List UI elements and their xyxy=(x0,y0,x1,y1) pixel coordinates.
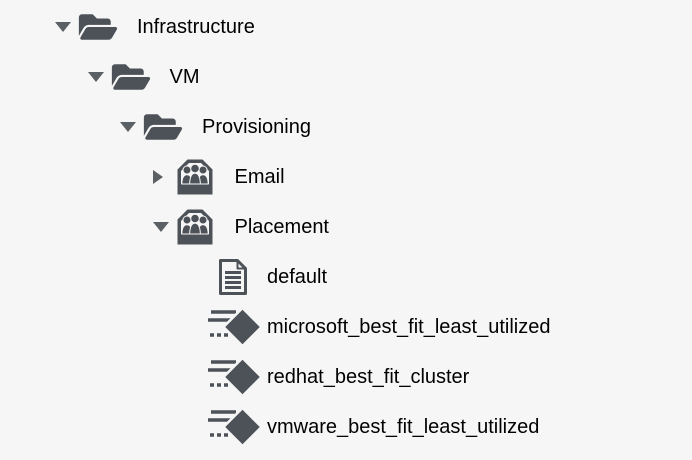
caret-down-icon[interactable] xyxy=(153,222,176,232)
node-icon-box xyxy=(208,406,267,448)
tree-node-label[interactable]: Email xyxy=(234,165,285,188)
tree-node[interactable]: vmware_best_fit_least_utilized xyxy=(0,402,692,452)
folder-open-icon xyxy=(143,114,183,140)
tree-node-label[interactable]: Infrastructure xyxy=(137,15,255,38)
tree-node[interactable]: Provisioning xyxy=(0,102,692,152)
folder-open-icon xyxy=(78,14,118,40)
method-diamond-icon xyxy=(208,306,264,348)
node-icon-box xyxy=(176,158,235,196)
node-icon-box xyxy=(176,208,235,246)
tree-node-label[interactable]: microsoft_best_fit_least_utilized xyxy=(267,315,551,338)
tree-node-label[interactable]: VM xyxy=(169,65,200,88)
tree-node[interactable]: default xyxy=(0,252,692,302)
method-diamond-icon xyxy=(208,356,264,398)
caret-right-icon[interactable] xyxy=(153,170,176,184)
tree-node[interactable]: VM xyxy=(0,52,692,102)
node-icon-box xyxy=(78,10,137,44)
tree-node[interactable]: Infrastructure xyxy=(0,2,692,52)
instance-document-icon xyxy=(219,259,247,295)
tree-node[interactable]: microsoft_best_fit_least_utilized xyxy=(0,302,692,352)
node-icon-box xyxy=(111,60,170,94)
tree-node-label[interactable]: redhat_best_fit_cluster xyxy=(267,365,470,388)
class-group-icon xyxy=(177,209,212,245)
tree-node[interactable]: redhat_best_fit_cluster xyxy=(0,352,692,402)
caret-down-icon[interactable] xyxy=(88,72,111,82)
node-icon-box xyxy=(208,306,267,348)
method-diamond-icon xyxy=(208,406,264,448)
node-icon-box xyxy=(208,259,267,295)
tree-node-label[interactable]: vmware_best_fit_least_utilized xyxy=(267,415,540,438)
caret-down-icon[interactable] xyxy=(55,22,78,32)
tree-node-label[interactable]: Placement xyxy=(234,215,330,238)
tree-node-label[interactable]: default xyxy=(267,265,328,288)
caret-down-icon[interactable] xyxy=(120,122,143,132)
folder-open-icon xyxy=(111,64,150,90)
node-icon-box xyxy=(143,110,202,144)
tree-node[interactable]: Placement xyxy=(0,202,692,252)
tree-node[interactable]: Email xyxy=(0,152,692,202)
tree-node-label[interactable]: Provisioning xyxy=(202,115,311,138)
node-icon-box xyxy=(208,356,267,398)
class-group-icon xyxy=(177,159,212,195)
